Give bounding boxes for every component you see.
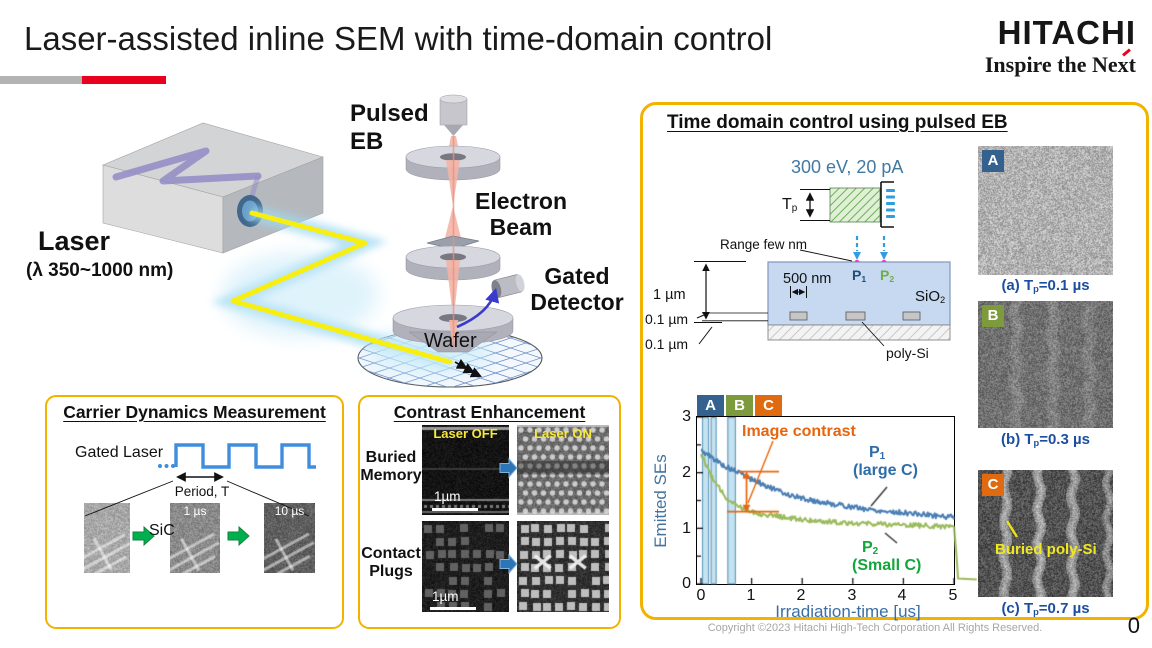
xtick-0: 0 — [696, 587, 706, 604]
se-decay-chart: Image contrast P1 (large C) P2 (Small C) — [696, 416, 989, 585]
dim-1um: 1 µm — [653, 287, 686, 303]
page-title: Laser-assisted inline SEM with time-doma… — [24, 20, 773, 57]
scale-bar-2 — [430, 607, 476, 610]
time-domain-panel: Time domain control using pulsed EB 300 … — [640, 102, 1149, 621]
detection-arrow — [456, 287, 500, 329]
sem-image-plugs-laser-on — [517, 521, 609, 612]
p2-series-label: P2 (Small C) — [852, 539, 922, 575]
sio2-label: SiO2 — [915, 288, 946, 305]
laser-on-label: Laser ON — [534, 426, 592, 441]
hitachi-tagline: Inspire the Next — [984, 51, 1136, 77]
poly-si-label: poly-Si — [886, 345, 929, 361]
sem-image-plugs-laser-off — [422, 521, 509, 612]
chart-ylabel: Emitted SEs — [651, 454, 670, 548]
emission-arrows-icon — [454, 358, 483, 378]
image-badge-c: C — [982, 474, 1004, 496]
contrast-enhancement-panel: Contrast Enhancement Buried Memory Conta… — [358, 395, 621, 629]
p2-point-label: P2 — [880, 267, 895, 284]
laser-wavelength-label: (λ 350~1000 nm) — [26, 260, 174, 281]
decor-bar-gray — [0, 76, 82, 84]
buried-memory-label: Buried Memory — [360, 449, 422, 485]
page-number: 0 — [1127, 613, 1140, 638]
xtick-1: 1 — [746, 587, 756, 604]
xtick-4: 4 — [897, 587, 907, 604]
carrier-dynamics-panel: Carrier Dynamics Measurement Gated Laser… — [45, 395, 344, 629]
contrast-panel-title: Contrast Enhancement — [393, 402, 586, 422]
chart-tab-a: A — [697, 395, 724, 416]
ytick-2: 2 — [682, 464, 691, 481]
dim-500nm: 500 nm — [783, 271, 832, 287]
xtick-2: 2 — [796, 587, 806, 604]
copyright: Copyright ©2023 Hitachi High-Tech Corpor… — [707, 622, 1043, 634]
p1-point-label: P1 — [852, 267, 867, 284]
se-decay-plot-area — [697, 417, 989, 585]
hitachi-logo: HITACHI Inspire the Next — [922, 14, 1136, 77]
image-badge-a: A — [982, 150, 1004, 172]
laser-source-box — [102, 122, 324, 254]
pulsed-eb-label: Pulsed EB — [350, 100, 429, 155]
caption-b: (b) Tp=0.3 µs — [1001, 431, 1090, 448]
scale-bar-label-1: 1µm — [434, 489, 461, 504]
sem-image-label-1us: 1 µs — [183, 504, 207, 518]
sem-image-label-10us: 10 µs — [274, 504, 305, 518]
dim-01um-top: 0.1 µm — [645, 311, 689, 327]
p1-series-label: P1 (large C) — [853, 444, 918, 480]
chart-xlabel: Irradiation-time [us] — [775, 602, 921, 621]
ytick-3: 3 — [682, 408, 691, 425]
ytick-0: 0 — [682, 575, 691, 592]
electron-beam-label: Electron Beam — [474, 188, 568, 241]
gated-detector-label: Gated Detector — [530, 263, 624, 316]
sem-image-memory-laser-on — [517, 425, 609, 515]
period-label: Period, T — [174, 484, 230, 499]
scale-bar-1 — [432, 508, 478, 511]
dim-01um-bottom: 0.1 µm — [645, 336, 689, 352]
wafer-label: Wafer — [424, 330, 477, 352]
contact-plugs-label: Contact Plugs — [361, 545, 421, 581]
image-badge-b: B — [982, 305, 1004, 327]
xtick-5: 5 — [948, 587, 958, 604]
sem-image-sic-1 — [84, 503, 130, 573]
ytick-1: 1 — [682, 520, 691, 537]
scale-bar-label-2: 1µm — [432, 589, 459, 604]
caption-c: (c) Tp=0.7 µs — [1001, 600, 1090, 617]
chart-tab-c: C — [755, 395, 782, 416]
beam-conditions: 300 eV, 20 pA — [791, 157, 904, 177]
image-contrast-annotation: Image contrast — [742, 423, 856, 440]
caption-a: (a) Tp=0.1 µs — [1001, 277, 1090, 294]
time-panel-title: Time domain control using pulsed EB — [667, 112, 1008, 133]
decor-bar-red — [82, 76, 166, 84]
hitachi-wordmark: HITACHI — [997, 14, 1136, 51]
xtick-3: 3 — [847, 587, 857, 604]
gated-laser-label: Gated Laser — [75, 444, 164, 461]
chart-tab-b: B — [726, 395, 753, 416]
laser-port-icon — [237, 195, 263, 227]
carrier-panel-title: Carrier Dynamics Measurement — [63, 402, 326, 422]
sem-image-memory-laser-off — [422, 425, 509, 515]
laser-label: Laser — [38, 226, 111, 256]
laser-off-label: Laser OFF — [433, 426, 498, 441]
tp-label: Tp — [782, 196, 798, 215]
range-label: Range few nm — [720, 237, 808, 252]
sic-label: SiC — [149, 522, 175, 539]
buried-poly-si-label: Buried poly-Si — [995, 541, 1097, 558]
sem-image-sic-1us — [170, 503, 220, 573]
